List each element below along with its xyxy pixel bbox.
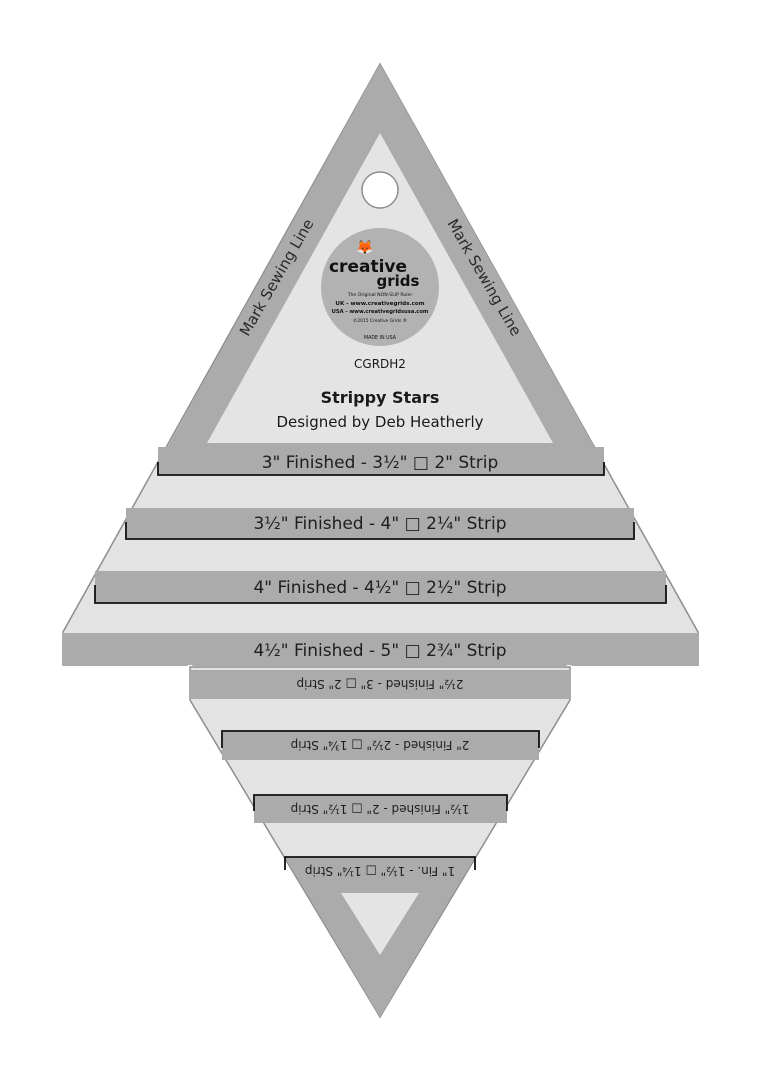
brand-made-in: MADE IN USA: [364, 335, 397, 341]
brand-tagline: The Original NON-SLIP Ruler: [347, 292, 413, 298]
strip-band-inverted-1: 2½" Finished - 3" □ 2" Strip: [190, 670, 570, 699]
strip-label-upright-3: 4" Finished - 4½" □ 2½" Strip: [253, 578, 506, 598]
product-code: CGRDH2: [354, 357, 406, 371]
strip-band-upright-1: 3" Finished - 3½" □ 2" Strip: [157, 447, 605, 476]
ruler-title: Strippy Stars: [321, 388, 440, 407]
brand-copyright: ©2015 Creative Grids ®: [353, 317, 407, 324]
strip-band-upright-4: 4½" Finished - 5" □ 2¾" Strip: [63, 633, 698, 665]
svg-text:🦊: 🦊: [356, 239, 373, 256]
strip-label-inverted-2: 2" Finished - 2½" □ 1¾" Strip: [291, 738, 470, 752]
brand-name-line2: grids: [377, 272, 420, 290]
strip-label-upright-1: 3" Finished - 3½" □ 2" Strip: [262, 453, 499, 473]
bottom-inner-panel: [341, 893, 419, 955]
strip-band-upright-3: 4" Finished - 4½" □ 2½" Strip: [94, 571, 667, 604]
strip-label-inverted-1: 2½" Finished - 3" □ 2" Strip: [296, 677, 463, 691]
logo-badge: 🦊 creative grids The Original NON-SLIP R…: [321, 228, 439, 346]
brand-uk-url: UK - www.creativegrids.com: [335, 301, 424, 307]
brand-name-line1: creative: [329, 257, 407, 277]
strip-label-inverted-4: 1" Fin. - 1½" □ 1¼" Strip: [305, 864, 455, 878]
strip-band-inverted-3: 1½" Finished - 2" □ 1½" Strip: [253, 794, 508, 823]
strip-label-upright-2: 3½" Finished - 4" □ 2¼" Strip: [253, 514, 506, 534]
hanging-hole: [361, 171, 399, 209]
strip-band-inverted-2: 2" Finished - 2½" □ 1¾" Strip: [221, 730, 540, 760]
brand-usa-url: USA - www.creativegridsusa.com: [332, 309, 429, 315]
designer-credit: Designed by Deb Heatherly: [276, 413, 483, 431]
strip-label-upright-4: 4½" Finished - 5" □ 2¾" Strip: [253, 641, 506, 661]
strip-band-upright-2: 3½" Finished - 4" □ 2¼" Strip: [125, 508, 635, 540]
strip-label-inverted-3: 1½" Finished - 2" □ 1½" Strip: [291, 802, 470, 816]
